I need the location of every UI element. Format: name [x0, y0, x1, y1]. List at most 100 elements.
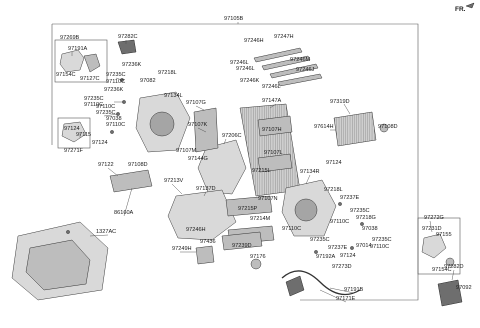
- label-97038-a: 97038: [106, 116, 122, 122]
- label-97272g: 97272G: [424, 215, 444, 221]
- label-97171e: 97171E: [336, 296, 356, 302]
- label-97273d: 97273D: [332, 264, 352, 270]
- label-97214m: 97214M: [250, 216, 271, 222]
- part-97282d: [437, 279, 463, 307]
- wiring-harness: [281, 270, 361, 296]
- label-97269b: 97269B: [60, 35, 80, 41]
- assembly-frame: [51, 23, 419, 301]
- part-97107g: [193, 107, 219, 153]
- label-97246h: 97246H: [244, 38, 264, 44]
- label-97235c-f: 97235C: [372, 237, 392, 243]
- label-97137d: 97137D: [196, 186, 216, 192]
- label-97110c-d: 97110C: [96, 104, 115, 110]
- heater-core: [333, 111, 377, 147]
- label-97206c: 97206C: [222, 133, 242, 139]
- label-86160a: 86160A: [114, 210, 134, 216]
- part-97137d: [167, 189, 237, 241]
- part-97282c: [117, 39, 137, 55]
- label-97082: 97082: [140, 78, 156, 84]
- part-97206c: [197, 139, 247, 195]
- label-97107h: 97107H: [262, 127, 282, 133]
- blower-scroll: [149, 111, 175, 137]
- label-97110c-a: 97110C: [106, 79, 125, 85]
- label-97124-b: 97124: [92, 140, 108, 146]
- label-97147a: 97147A: [262, 98, 282, 104]
- label-97235c-d: 97235C: [350, 208, 370, 214]
- part-97231d: [421, 233, 447, 259]
- part-97176: [250, 258, 262, 270]
- label-97246l-b: 97246L: [236, 66, 255, 72]
- label-97110c-e: 97110C: [330, 219, 349, 225]
- label-97122: 97122: [98, 162, 114, 168]
- part-86160a: [109, 169, 153, 193]
- group-box-97231d: [417, 217, 461, 275]
- label-97107l: 97107L: [264, 150, 283, 156]
- part-97214m: [225, 195, 273, 217]
- label-97235c-a: 97235C: [106, 72, 126, 78]
- label-97014: 97014: [356, 243, 372, 249]
- label-97246l-c: 97246L: [262, 84, 281, 90]
- label-97134r: 97134R: [300, 169, 320, 175]
- label-97127c: 97127C: [80, 76, 100, 82]
- label-97436: 97436: [200, 239, 216, 245]
- label-97110c-g: 97110C: [370, 244, 389, 250]
- label-97236k-a: 97236K: [122, 62, 142, 68]
- label-97282c: 97282C: [118, 34, 138, 40]
- label-97155: 97155: [436, 232, 452, 238]
- part-97191b: [285, 275, 305, 297]
- label-97237e-b: 97237E: [328, 245, 348, 251]
- part-97436: [195, 245, 215, 265]
- label-97282d: 97282D: [444, 264, 464, 270]
- label-97038-b: 97038: [362, 226, 378, 232]
- label-97192a: 97192A: [316, 254, 336, 260]
- label-97107n: 97107N: [258, 196, 278, 202]
- label-97108d-b: 97108D: [128, 162, 148, 168]
- label-97218g: 97218G: [356, 215, 376, 221]
- label-97154c-b: 97154C: [432, 267, 452, 273]
- part-97191a: [59, 49, 85, 73]
- group-box-97191a: [54, 39, 108, 83]
- label-97218l-b: 97218L: [324, 187, 343, 193]
- front-arrow-icon: [465, 2, 475, 9]
- label-97191b: 97191B: [344, 287, 364, 293]
- label-97249h: 97249H: [172, 246, 192, 252]
- label-97154c-a: 97154C: [56, 72, 76, 78]
- label-97144g: 97144G: [188, 156, 208, 162]
- label-97110c-b: 97110C: [84, 102, 103, 108]
- door-rod-group: [253, 47, 323, 87]
- label-97124-c: 97124: [326, 160, 342, 166]
- leader-lines: [71, 22, 455, 303]
- label-97115: 97115: [76, 132, 91, 138]
- label-97110c-c: 97110C: [106, 122, 125, 128]
- label-97124-a: 97124: [64, 126, 80, 132]
- label-97246l-a: 97246L: [230, 60, 249, 66]
- label-97246k: 97246K: [240, 78, 260, 84]
- label-97614h: 97614H: [314, 124, 334, 130]
- front-direction-label: FR.: [455, 6, 466, 13]
- part-97107l: [257, 153, 293, 173]
- label-97107m: 97107M: [176, 148, 197, 154]
- label-97237e-a: 97237E: [340, 195, 360, 201]
- part-97127c: [83, 53, 101, 73]
- label-97105b: 97105B: [224, 16, 244, 22]
- label-97215l: 97215L: [252, 168, 271, 174]
- label-97107g: 97107G: [186, 100, 206, 106]
- label-97107k: 97107K: [188, 122, 208, 128]
- label-97213v: 97213V: [164, 178, 184, 184]
- label-97247h: 97247H: [274, 34, 294, 40]
- label-1327ac: 1327AC: [96, 229, 116, 235]
- label-97239d: 97239D: [232, 243, 252, 249]
- label-97231d: 97231D: [422, 226, 442, 232]
- hvac-assembly-face: [25, 239, 91, 291]
- group-box-97271f: [57, 117, 91, 149]
- part-97108d: [379, 123, 389, 133]
- label-97246j: 97246J: [296, 67, 315, 73]
- part-97107h: [257, 115, 293, 137]
- blend-door-actuator: [294, 198, 318, 222]
- label-97246m: 97246M: [290, 57, 311, 63]
- label-97124-d: 97124: [340, 253, 356, 259]
- label-97176: 97176: [250, 254, 266, 260]
- label-97235c-b: 97235C: [84, 96, 104, 102]
